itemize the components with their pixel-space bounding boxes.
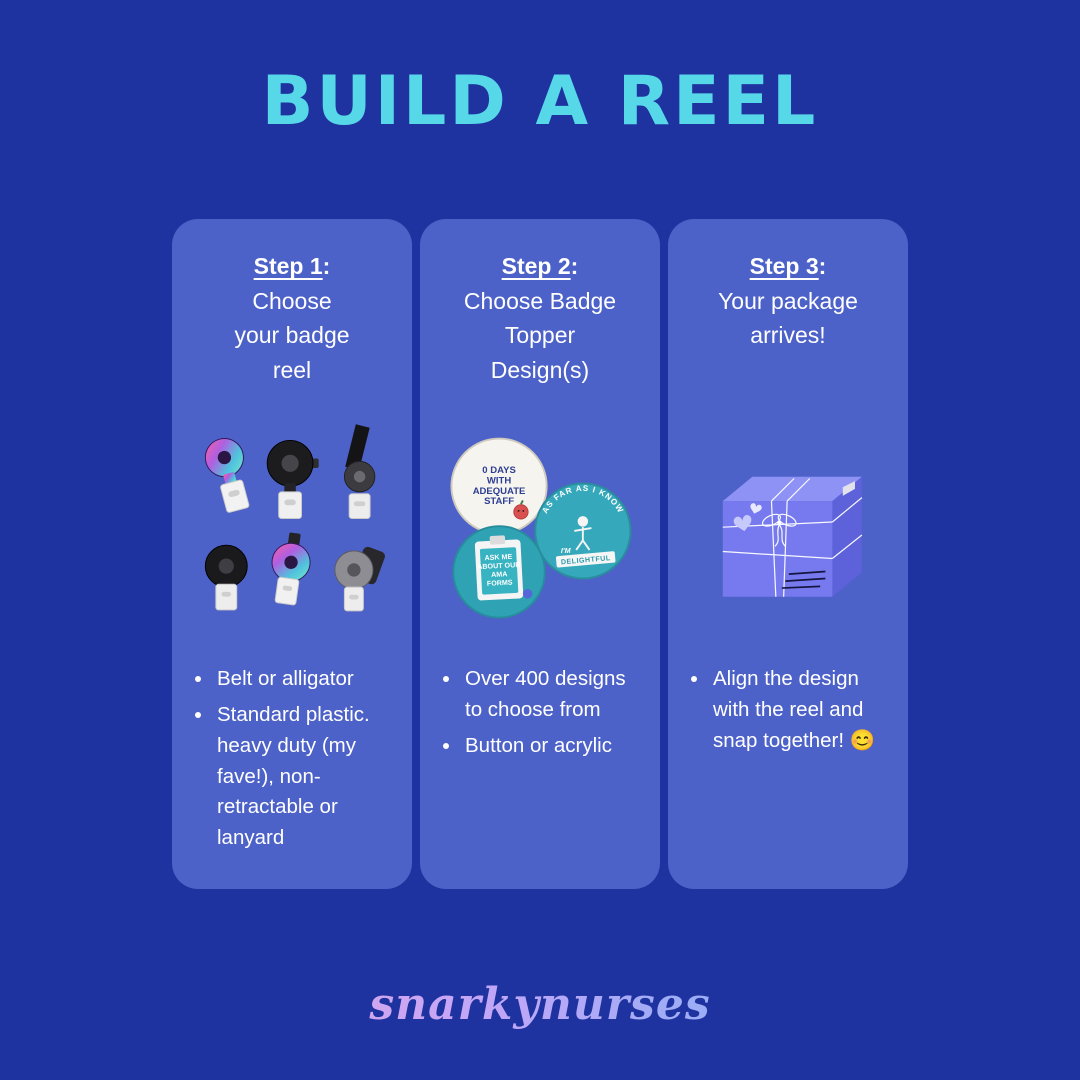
brand-logo: snarkynurses <box>0 979 1080 1030</box>
rainbow-reel <box>271 532 311 606</box>
step-1-label-line: Step 1: <box>192 249 392 284</box>
step-3-card: Step 3: Your package arrives! <box>668 219 908 889</box>
blueberry-character <box>522 588 533 599</box>
badge-text: STAFF <box>484 496 514 507</box>
step-1-bullets: Belt or alligator Standard plastic. heav… <box>192 664 392 859</box>
step-1-label: Step 1 <box>253 253 323 280</box>
page-title: BUILD A REEL <box>261 62 819 141</box>
colon: : <box>322 253 331 280</box>
step-2-label-line: Step 2: <box>440 249 640 284</box>
colon: : <box>818 253 827 280</box>
step-3-label: Step 3 <box>749 253 819 280</box>
heading-line: Topper <box>504 322 576 349</box>
badge-reels-illustration <box>204 424 385 612</box>
badge-delightful: AS FAR AS I KNOW I'M DELIGHTFUL <box>534 482 632 580</box>
bullet-item: Belt or alligator <box>214 664 392 695</box>
badge-text: ASK ME <box>484 553 512 562</box>
badge-toppers-image: 0 DAYS WITH ADEQUATE STAFF <box>440 411 640 646</box>
heading-line: reel <box>272 356 312 383</box>
badge-text: AMA <box>491 570 508 579</box>
bullet-item: Button or acrylic <box>462 731 640 762</box>
clipboard: ASK ME ABOUT OUR AMA FORMS <box>474 535 524 601</box>
step-2-bullets: Over 400 designs to choose from Button o… <box>440 664 640 766</box>
badge-text: ABOUT OUR <box>477 561 521 571</box>
badge-text: I'M <box>561 547 572 555</box>
heading-line: Choose <box>252 287 332 314</box>
step-3-bullets: Align the design with the reel and snap … <box>688 664 888 761</box>
heart-decoration <box>733 503 762 532</box>
badge-0-days: 0 DAYS WITH ADEQUATE STAFF <box>450 437 548 535</box>
tomato-character <box>513 499 529 520</box>
package-image <box>688 411 888 646</box>
badge-text: WITH <box>487 475 511 486</box>
bullet-item: Standard plastic. heavy duty (my fave!),… <box>214 700 392 854</box>
gift-box <box>722 477 862 598</box>
badge-ama-forms: ASK ME ABOUT OUR AMA FORMS <box>452 525 546 619</box>
step-2-label: Step 2 <box>501 253 571 280</box>
twine-strings <box>722 478 863 598</box>
lanyard-reel <box>343 424 376 519</box>
badge-text: ADEQUATE <box>473 486 526 497</box>
heading-line: Choose Badge <box>463 287 617 314</box>
heading-line: Your package <box>718 287 858 314</box>
belt-clip-reel <box>334 546 385 612</box>
rainbow-reel <box>204 437 250 513</box>
black-reel <box>204 544 248 611</box>
step-1-heading: Step 1: Choose your badge reel <box>192 249 392 397</box>
badge-toppers-illustration: 0 DAYS WITH ADEQUATE STAFF <box>450 437 632 619</box>
colon: : <box>570 253 579 280</box>
black-reel <box>266 439 319 519</box>
shipping-label <box>842 481 855 497</box>
heading-line: your badge <box>234 322 350 349</box>
step-3-heading: Step 3: Your package arrives! <box>688 249 888 397</box>
bow-knot <box>777 521 782 526</box>
badge-text: 0 DAYS <box>482 465 516 476</box>
delightful-banner: DELIGHTFUL <box>555 551 616 568</box>
step-3-label-line: Step 3: <box>688 249 888 284</box>
step-2-heading: Step 2: Choose Badge Topper Design(s) <box>440 249 640 397</box>
step-2-card: Step 2: Choose Badge Topper Design(s) 0 … <box>420 219 660 889</box>
badge-reels-image <box>192 411 392 646</box>
bullet-item: Align the design with the reel and snap … <box>710 664 888 756</box>
heading-line: arrives! <box>750 322 826 349</box>
heading-line: Design(s) <box>490 356 590 383</box>
steps-row: Step 1: Choose your badge reel <box>0 219 1080 889</box>
bullet-item: Over 400 designs to choose from <box>462 664 640 726</box>
step-1-card: Step 1: Choose your badge reel <box>172 219 412 889</box>
address-lines <box>781 571 826 590</box>
badge-text: FORMS <box>487 578 513 587</box>
skeleton-character <box>574 516 592 551</box>
package-illustration <box>722 477 863 598</box>
